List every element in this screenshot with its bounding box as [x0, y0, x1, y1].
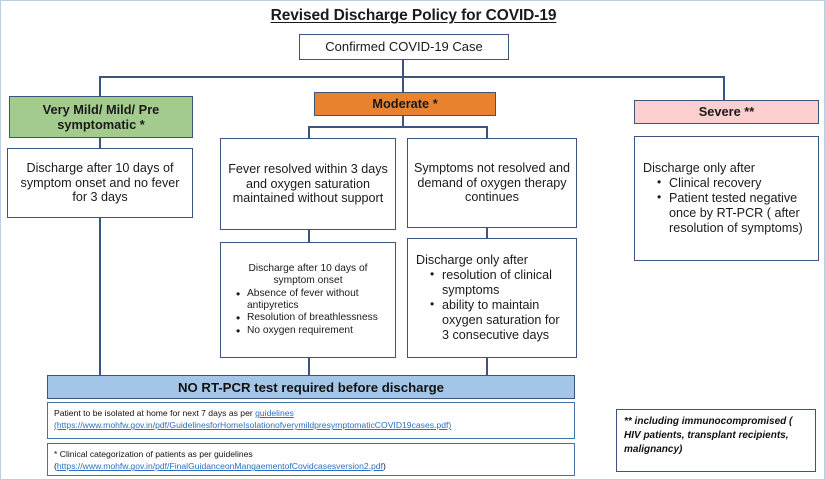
paren-close: ) — [382, 461, 386, 472]
note-home-isolation-line1: Patient to be isolated at home for next … — [54, 407, 568, 419]
node-moderate-symptoms-not-resolved-label: Symptoms not resolved and demand of oxyg… — [413, 160, 571, 205]
list-item: Patient tested negative once by RT-PCR (… — [657, 190, 810, 236]
branch-header-mild-label: Very Mild/ Mild/ Pre symptomatic * — [42, 101, 160, 132]
connector-branch-bar — [99, 76, 724, 78]
node-mild-discharge: Discharge after 10 days of symptom onset… — [7, 148, 193, 218]
note-severe-footnote: ** including immunocompromised ( HIV pat… — [616, 409, 816, 472]
node-moderate-left-outcome-bullets: Absence of fever without antipyretics Re… — [228, 287, 388, 339]
note-clinical-categorization-line2: (https://www.mohfw.gov.in/pdf/FinalGuida… — [54, 460, 568, 472]
node-moderate-right-outcome-bullets: resolution of clinical symptoms ability … — [416, 267, 568, 343]
connector-moderate-left-drop — [308, 126, 310, 138]
note-clinical-categorization: * Clinical categorization of patients as… — [47, 443, 575, 476]
connector-moderate-right-drop — [486, 126, 488, 138]
note-clinical-categorization-link[interactable]: https://www.mohfw.gov.in/pdf/FinalGuidan… — [56, 461, 383, 472]
note-severe-footnote-text: ** including immunocompromised ( HIV pat… — [624, 416, 793, 456]
branch-header-severe-label: Severe ** — [698, 104, 755, 120]
banner-no-rtpcr-label: NO RT-PCR test required before discharge — [177, 379, 444, 395]
connector-drop-mild — [99, 76, 101, 96]
note-home-isolation: Patient to be isolated at home for next … — [47, 402, 575, 439]
node-severe-outcome-lead: Discharge only after — [643, 161, 755, 176]
connector-drop-severe — [723, 76, 725, 100]
note-clinical-categorization-line1: * Clinical categorization of patients as… — [54, 449, 253, 459]
node-moderate-left-outcome-lead: Discharge after 10 days of symptom onset — [248, 262, 368, 287]
connector-moderate-right-to-outcome — [486, 228, 488, 238]
connector-moderate-split — [308, 126, 487, 128]
node-confirmed-case: Confirmed COVID-19 Case — [299, 34, 509, 60]
branch-header-moderate-label: Moderate * — [372, 96, 438, 112]
connector-moderate-left-to-outcome — [308, 230, 310, 242]
connector-mild-to-banner — [99, 218, 101, 375]
branch-header-mild: Very Mild/ Mild/ Pre symptomatic * — [9, 96, 193, 138]
connector-root-stem — [402, 60, 404, 77]
node-severe-outcome-bullets: Clinical recovery Patient tested negativ… — [643, 175, 810, 236]
connector-drop-moderate — [402, 76, 404, 92]
note-home-isolation-url[interactable]: (https://www.mohfw.gov.in/pdf/Guidelines… — [54, 420, 452, 431]
node-severe-outcome: Discharge only after Clinical recovery P… — [634, 136, 819, 261]
note-home-isolation-line1-text: Patient to be isolated at home for next … — [54, 408, 256, 418]
connector-moderate-left-to-banner — [308, 358, 310, 375]
paren-open: ( — [54, 461, 57, 472]
connector-mild-header-to-body — [99, 138, 101, 148]
branch-header-moderate: Moderate * — [314, 92, 496, 116]
list-item: ability to maintain oxygen saturation fo… — [430, 297, 568, 343]
note-home-isolation-link[interactable]: guidelines — [255, 408, 294, 418]
list-item: Absence of fever without antipyretics — [236, 287, 388, 313]
node-moderate-left-outcome: Discharge after 10 days of symptom onset… — [220, 242, 396, 358]
node-moderate-symptoms-not-resolved: Symptoms not resolved and demand of oxyg… — [407, 138, 577, 228]
list-item: Clinical recovery — [657, 175, 810, 191]
list-item: resolution of clinical symptoms — [430, 267, 568, 298]
node-confirmed-case-label: Confirmed COVID-19 Case — [325, 39, 483, 55]
branch-header-severe: Severe ** — [634, 100, 819, 124]
node-moderate-fever-resolved: Fever resolved within 3 days and oxygen … — [220, 138, 396, 230]
page-title: Revised Discharge Policy for COVID-19 — [270, 7, 557, 24]
banner-no-rtpcr: NO RT-PCR test required before discharge — [47, 375, 575, 399]
connector-moderate-right-to-banner — [486, 358, 488, 375]
node-moderate-right-outcome-lead: Discharge only after — [416, 253, 528, 268]
node-moderate-right-outcome: Discharge only after resolution of clini… — [407, 238, 577, 358]
connector-moderate-stem — [402, 116, 404, 127]
node-mild-discharge-label: Discharge after 10 days of symptom onset… — [20, 160, 180, 205]
list-item: No oxygen requirement — [236, 324, 388, 339]
node-moderate-fever-resolved-label: Fever resolved within 3 days and oxygen … — [228, 161, 388, 206]
list-item: Resolution of breathlessness — [236, 311, 388, 326]
